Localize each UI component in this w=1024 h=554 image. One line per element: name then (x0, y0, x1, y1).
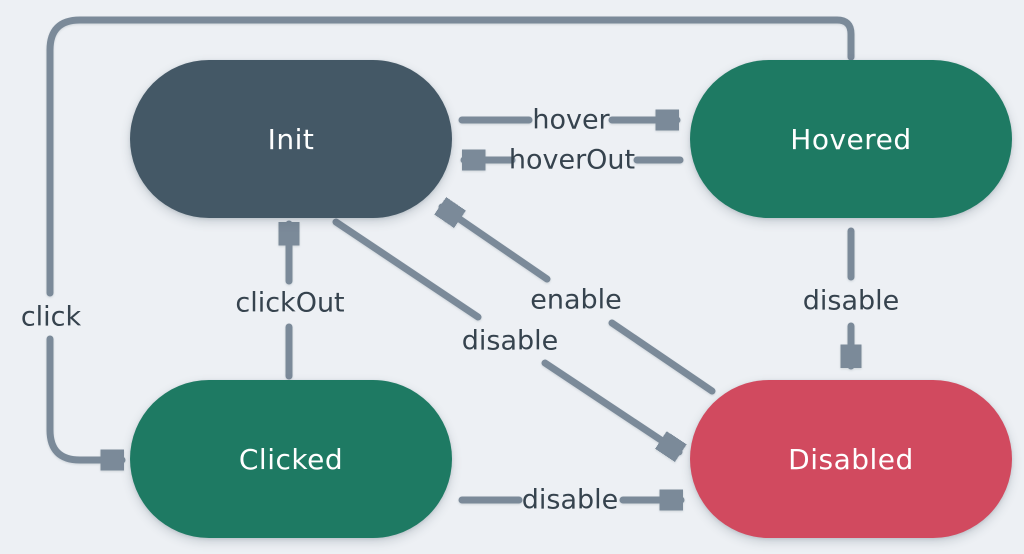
state-node-disabled: Disabled (690, 380, 1012, 538)
edge-disable-init-segment-1 (332, 218, 482, 321)
edge-label-click: click (20, 301, 82, 333)
edge-enable-segment-2 (442, 207, 551, 283)
state-label-disabled: Disabled (788, 442, 914, 476)
edge-click-segment-2 (46, 335, 126, 460)
state-label-init: Init (267, 122, 315, 156)
edge-label-hover: hover (532, 104, 610, 136)
edge-label-disable-hovered-disabled: disable (802, 285, 900, 317)
edge-label-disable-clicked-disabled: disable (521, 484, 619, 516)
edge-label-enable: enable (530, 284, 622, 316)
state-node-hovered: Hovered (690, 60, 1012, 218)
state-node-clicked: Clicked (130, 380, 452, 538)
edge-label-disable-init-disabled: disable (461, 325, 559, 357)
edge-label-hoverout: hoverOut (508, 144, 636, 176)
edge-label-clickout: clickOut (235, 287, 345, 319)
state-label-clicked: Clicked (238, 442, 344, 476)
state-node-init: Init (130, 60, 452, 218)
edge-disable-init-segment-2 (541, 359, 679, 452)
edge-click-segment-1 (46, 16, 855, 297)
edge-enable-segment-1 (608, 319, 716, 395)
state-label-hovered: Hovered (790, 122, 912, 156)
